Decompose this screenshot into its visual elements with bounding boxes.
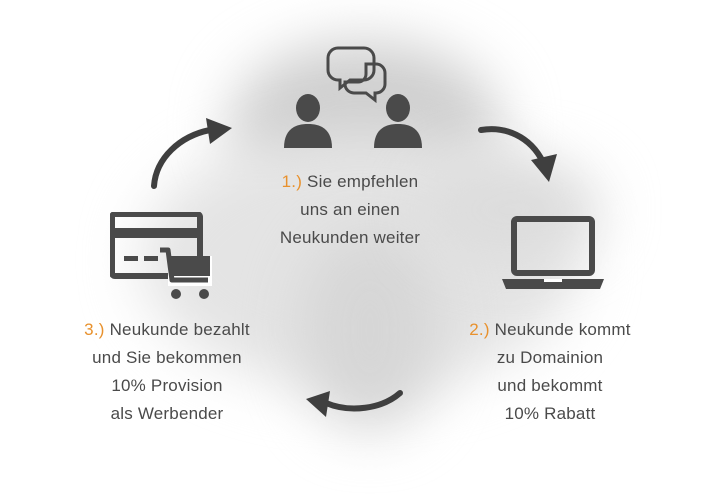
background-blur: [420, 160, 600, 260]
step-3-line-1: 3.) Neukunde bezahlt: [84, 320, 250, 339]
arrow-step1-to-step2: [478, 126, 557, 182]
step-1-line-2: uns an einen: [300, 200, 400, 219]
step-2-number: 2.): [469, 320, 490, 339]
step-3-line-4: als Werbender: [110, 404, 224, 423]
arrow-step3-to-step1: [151, 118, 232, 189]
step-2-text: 2.) Neukunde kommt zu Domainion und beko…: [430, 316, 670, 428]
step-2-line-1: 2.) Neukunde kommt: [469, 320, 631, 339]
step-3-text: 3.) Neukunde bezahlt und Sie bekommen 10…: [42, 316, 292, 428]
step-2-line-2: zu Domainion: [496, 348, 604, 367]
people-chat-icon: [284, 46, 422, 148]
step-2-line-3: und bekommt: [497, 376, 603, 395]
step-1-line-1: 1.) Sie empfehlen: [281, 172, 419, 191]
credit-card-cart-icon: [110, 212, 212, 299]
step-2-line-4: 10% Rabatt: [504, 404, 596, 423]
step-1-text: 1.) Sie empfehlen uns an einen Neukunden…: [230, 168, 470, 252]
step-3-line-2: und Sie bekommen: [92, 348, 242, 367]
arrow-step2-to-step3: [306, 390, 403, 417]
step-3-number: 3.): [84, 320, 105, 339]
laptop-icon: [502, 216, 604, 289]
step-1-line-3: Neukunden weiter: [279, 228, 421, 247]
step-3-line-3: 10% Provision: [111, 376, 223, 395]
step-1-number: 1.): [281, 172, 303, 191]
